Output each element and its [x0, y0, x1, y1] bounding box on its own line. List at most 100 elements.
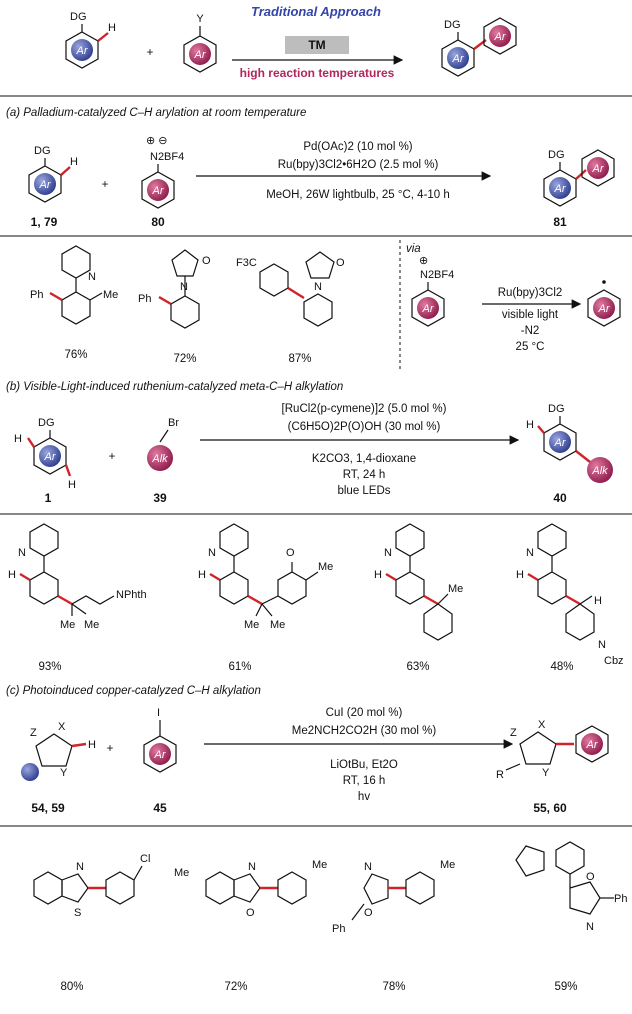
- compound-number: 1: [45, 491, 52, 505]
- svg-text:Ph: Ph: [332, 923, 345, 935]
- via-label: via: [406, 243, 421, 255]
- svg-text:N: N: [88, 271, 96, 283]
- svg-text:Me: Me: [174, 867, 189, 879]
- section-b-reagent-2: (C6H5O)2P(O)OH (30 mol %): [288, 421, 441, 433]
- svg-text:O: O: [246, 907, 255, 919]
- section-a-title: (a) Palladium-catalyzed C–H arylation at…: [6, 107, 306, 119]
- svg-text:R: R: [496, 769, 504, 781]
- section-c-title: (c) Photoinduced copper-catalyzed C–H al…: [6, 685, 261, 697]
- svg-text:N: N: [364, 861, 372, 873]
- svg-text:Ar: Ar: [554, 183, 567, 195]
- example-b2: N H Me Me O Me 61%: [198, 523, 333, 673]
- yield-label: 63%: [406, 661, 429, 673]
- ar-label: Ar: [194, 49, 207, 61]
- section-b-product: DG H Ar Alk: [526, 403, 613, 483]
- yield-label: 72%: [173, 353, 196, 365]
- svg-text:K2CO3, 1,4-dioxane: K2CO3, 1,4-dioxane: [312, 453, 416, 465]
- svg-text:Ph: Ph: [30, 289, 43, 301]
- compound-number: 45: [153, 801, 167, 815]
- svg-text:DG: DG: [548, 403, 565, 415]
- yield-label: 87%: [288, 353, 311, 365]
- yield-label: 61%: [228, 661, 251, 673]
- svg-text:F3C: F3C: [236, 257, 257, 269]
- compound-number: 55, 60: [533, 801, 567, 815]
- svg-text:N: N: [180, 281, 188, 293]
- section-c-aryl-iodide: I Ar: [143, 707, 177, 773]
- section-a-reagent-3: MeOH, 26W lightbulb, 25 °C, 4-10 h: [266, 189, 450, 201]
- svg-text:H: H: [198, 569, 206, 581]
- svg-text:H: H: [516, 569, 524, 581]
- example-a3: F3C O N 87%: [236, 251, 345, 365]
- svg-text:25 °C: 25 °C: [516, 341, 545, 353]
- yield-label: 78%: [382, 981, 405, 993]
- svg-text:Ar: Ar: [598, 303, 611, 315]
- svg-text:visible light: visible light: [502, 309, 559, 321]
- header-title: Traditional Approach: [251, 4, 381, 19]
- ar-label: Ar: [452, 53, 465, 65]
- svg-text:Z: Z: [30, 727, 37, 739]
- svg-text:O: O: [336, 257, 345, 269]
- svg-text:N: N: [598, 639, 606, 651]
- yield-label: 76%: [64, 349, 87, 361]
- section-c-reagent-2: Me2NCH2CO2H (30 mol %): [292, 725, 437, 737]
- compound-number: 81: [553, 215, 567, 229]
- svg-text:O: O: [202, 255, 211, 267]
- svg-text:RT, 24 h: RT, 24 h: [343, 469, 386, 481]
- svg-text:+: +: [102, 179, 109, 191]
- section-c-heteroarene: Z X Y H: [21, 721, 96, 781]
- svg-text:Ar: Ar: [39, 179, 52, 191]
- yield-label: 93%: [38, 661, 61, 673]
- svg-text:Y: Y: [542, 767, 550, 779]
- svg-text:N: N: [76, 861, 84, 873]
- section-c-reagent-1: CuI (20 mol %): [326, 707, 403, 719]
- svg-text:Me: Me: [60, 619, 75, 631]
- example-b3: N H Me 63%: [374, 523, 463, 673]
- header-conditions: high reaction temperatures: [240, 66, 395, 80]
- svg-text:H: H: [88, 739, 96, 751]
- svg-text:X: X: [58, 721, 66, 733]
- via-diazonium: N2BF4 ⊕ Ar: [411, 255, 454, 327]
- svg-text:H: H: [8, 569, 16, 581]
- yield-label: 48%: [550, 661, 573, 673]
- svg-text:N: N: [384, 547, 392, 559]
- svg-text:H: H: [14, 433, 22, 445]
- compound-number: 39: [153, 491, 167, 505]
- section-a-reagent-1: Pd(OAc)2 (10 mol %): [303, 141, 412, 153]
- svg-text:S: S: [74, 907, 81, 919]
- svg-text:LiOtBu, Et2O: LiOtBu, Et2O: [330, 759, 398, 771]
- svg-text:N2BF4: N2BF4: [420, 269, 454, 281]
- ar-label: Ar: [494, 31, 507, 43]
- example-c4: O N Ph 59%: [515, 841, 627, 993]
- svg-text:X: X: [538, 719, 546, 731]
- aryl-radical: Ar: [587, 280, 621, 327]
- svg-text:Cl: Cl: [140, 853, 150, 865]
- svg-text:N: N: [314, 281, 322, 293]
- svg-text:H: H: [526, 419, 534, 431]
- compound-number: 80: [151, 215, 165, 229]
- yield-label: 80%: [60, 981, 83, 993]
- section-b-substrate: DG H H Ar: [14, 417, 76, 491]
- example-a1: N Ph Me 76%: [30, 245, 118, 361]
- svg-text:Ar: Ar: [154, 749, 167, 761]
- svg-text:+: +: [109, 451, 116, 463]
- svg-text:Ar: Ar: [152, 185, 165, 197]
- svg-text:Me: Me: [244, 619, 259, 631]
- svg-text:Ar: Ar: [592, 163, 605, 175]
- section-a-diazonium: N2BF4 ⊕ ⊖ Ar: [141, 135, 184, 209]
- example-c1: N S Cl 80%: [33, 853, 150, 993]
- svg-text:⊕: ⊕: [419, 255, 428, 267]
- example-b1: N H Me Me NPhth 93%: [8, 523, 147, 673]
- svg-text:Me: Me: [84, 619, 99, 631]
- section-a-substrate: DG H Ar: [28, 145, 78, 203]
- svg-text:Z: Z: [510, 727, 517, 739]
- svg-text:Me: Me: [312, 859, 327, 871]
- svg-text:Ph: Ph: [614, 893, 627, 905]
- compound-number: 1, 79: [31, 215, 58, 229]
- plus-sign: +: [147, 47, 154, 59]
- svg-text:H: H: [68, 479, 76, 491]
- svg-text:O: O: [364, 907, 373, 919]
- dg-label: DG: [70, 11, 87, 23]
- section-a-reagent-2: Ru(bpy)3Cl2•6H2O (2.5 mol %): [278, 159, 439, 171]
- header-coupling-partner: Y Ar: [183, 13, 217, 73]
